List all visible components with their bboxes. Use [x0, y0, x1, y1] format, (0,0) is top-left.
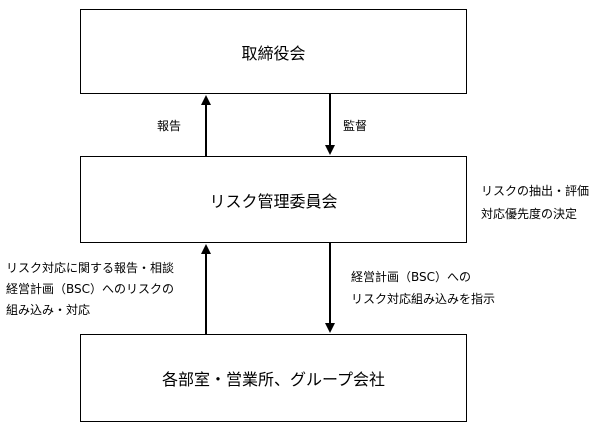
risk-committee-label: リスク管理委員会: [209, 191, 338, 211]
committee-role-line: 対応優先度の決定: [481, 207, 578, 221]
board-label: 取締役会: [241, 43, 306, 63]
board-box: 取締役会: [80, 9, 467, 94]
downward-label-line: 経営計画（BSC）への: [351, 270, 472, 284]
committee-roles-label: リスクの抽出・評価 対応優先度の決定: [481, 180, 589, 226]
upward-label-line: 組み込み・対応: [6, 303, 91, 317]
departments-box: 各部室・営業所、グループ会社: [80, 334, 467, 422]
departments-label: 各部室・営業所、グループ会社: [161, 370, 386, 389]
committee-role-line: リスクの抽出・評価: [481, 184, 590, 198]
upward-label-line: 経営計画（BSC）へのリスクの: [6, 282, 175, 296]
risk-committee-box: リスク管理委員会: [80, 156, 467, 243]
upward-label-line: リスク対応に関する報告・相談: [6, 261, 175, 275]
upward-label: リスク対応に関する報告・相談 経営計画（BSC）へのリスクの 組み込み・対応: [6, 258, 174, 321]
downward-label: 経営計画（BSC）への リスク対応組み込みを指示: [351, 266, 495, 310]
supervision-label: 監督: [343, 119, 368, 133]
downward-label-line: リスク対応組み込みを指示: [351, 292, 496, 306]
report-label: 報告: [157, 119, 182, 133]
